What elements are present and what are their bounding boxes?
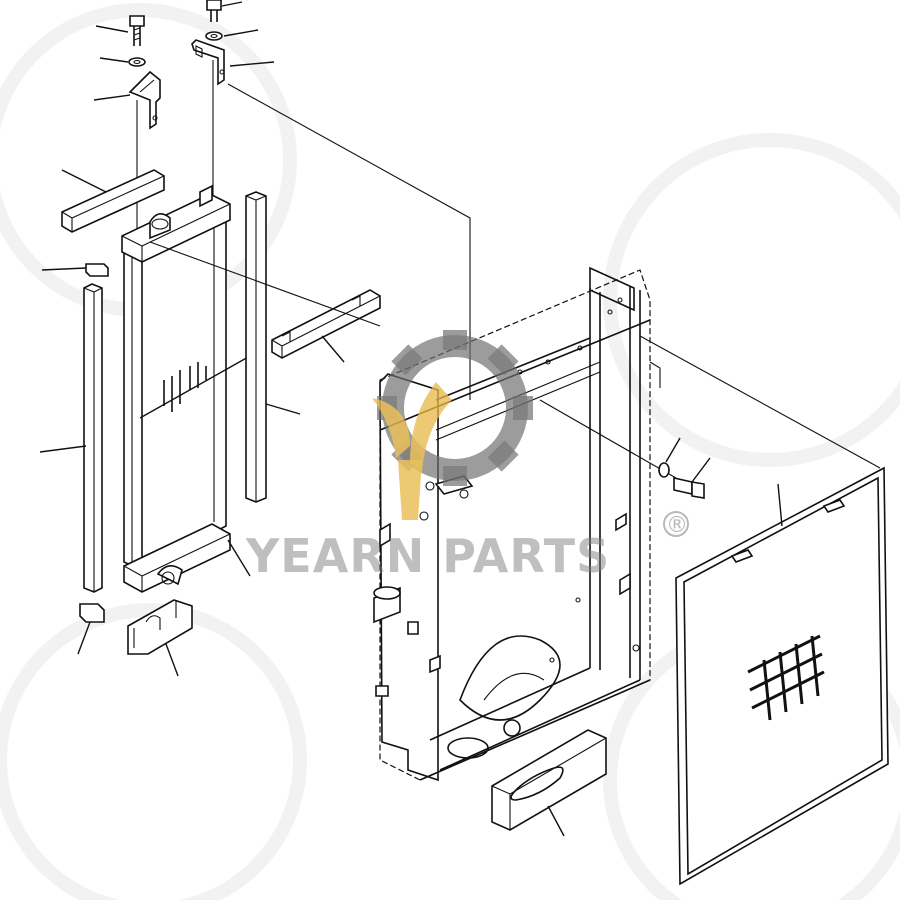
small-seal-lower	[77, 603, 105, 655]
brand-text: YEARN PARTS	[245, 529, 610, 583]
left-bracket	[93, 70, 161, 130]
brand-logo: YEARN PARTS ®	[245, 330, 689, 583]
lower-guard	[127, 599, 193, 677]
yearn-y-mark	[372, 382, 452, 520]
top-seal-block	[61, 169, 165, 233]
cover-plate	[491, 729, 607, 837]
mesh-grid	[747, 634, 825, 721]
mesh-screen	[675, 466, 889, 886]
mid-washer	[658, 437, 681, 478]
left-long-seal	[39, 283, 103, 593]
registered-circle	[663, 511, 689, 537]
radiator	[121, 184, 251, 593]
mid-bolt	[673, 457, 711, 499]
left-washer	[99, 57, 146, 67]
small-seal-upper	[41, 263, 109, 277]
right-bolt	[206, 0, 243, 22]
right-bracket	[191, 39, 275, 86]
right-long-seal	[245, 191, 301, 503]
left-bolt	[95, 15, 145, 46]
registered-mark: ®	[666, 513, 688, 538]
channel-support	[271, 289, 381, 363]
right-washer	[205, 29, 259, 41]
